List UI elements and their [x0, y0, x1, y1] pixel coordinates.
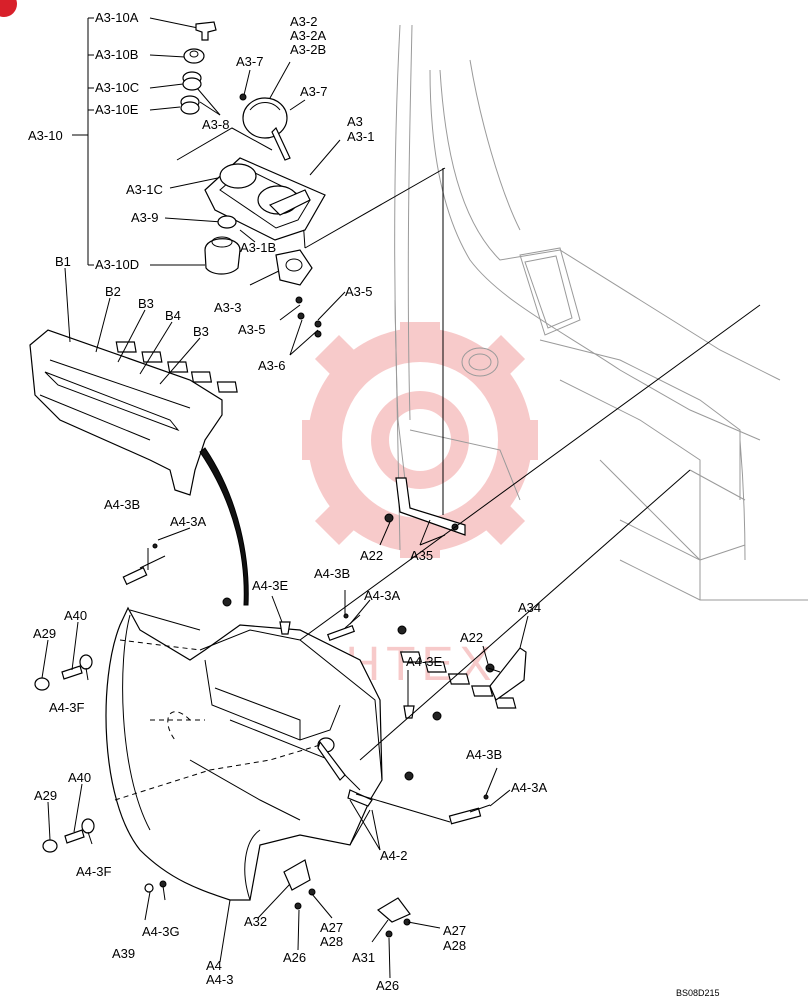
label-a4-2: A4-2: [380, 848, 407, 863]
label-a3-6: A3-6: [258, 358, 285, 373]
label-a3-10c: A3-10C: [95, 80, 139, 95]
label-a3-10a: A3-10A: [95, 10, 139, 25]
label-a3-7-right: A3-7: [300, 84, 327, 99]
watermark-logo: [302, 322, 538, 558]
label-a4-3e-mid: A4-3E: [406, 654, 442, 669]
label-a4-3e-top: A4-3E: [252, 578, 288, 593]
b-switch-panel: [29, 329, 238, 496]
label-a4-3b-right: A4-3B: [466, 747, 502, 762]
part-labels: A3-10A A3-10B A3-10C A3-10E A3-10 A3-10D…: [28, 10, 720, 998]
leader-lines-a4: [41, 304, 761, 979]
a4-lower-console: [105, 606, 517, 901]
label-a29-top: A29: [33, 626, 56, 641]
label-b1: B1: [55, 254, 71, 269]
label-a4-3a-left: A4-3A: [170, 514, 206, 529]
label-a3-1c: A3-1C: [126, 182, 163, 197]
label-a40-top: A40: [64, 608, 87, 623]
label-b4: B4: [165, 308, 181, 323]
label-a3-10: A3-10: [28, 128, 63, 143]
label-a40-bottom: A40: [68, 770, 91, 785]
label-a28-left: A28: [320, 934, 343, 949]
label-a4-3g: A4-3G: [142, 924, 180, 939]
label-a3-10b: A3-10B: [95, 47, 138, 62]
a4-brackets-fasteners: [34, 477, 527, 938]
label-a4-3f-bottom: A4-3F: [76, 864, 111, 879]
label-a4-3a-right: A4-3A: [511, 780, 547, 795]
label-a4-3b-left: A4-3B: [104, 497, 140, 512]
label-a3-2b: A3-2B: [290, 42, 326, 57]
label-a3-2: A3-2: [290, 14, 317, 29]
label-a3-8: A3-8: [202, 117, 229, 132]
label-a26-right: A26: [376, 978, 399, 993]
label-a3-2a: A3-2A: [290, 28, 326, 43]
label-a3-5-right: A3-5: [345, 284, 372, 299]
label-a35: A35: [410, 548, 433, 563]
dashed-guide-lines: [114, 639, 321, 801]
label-b3-top: B3: [138, 296, 154, 311]
label-a3-1b: A3-1B: [240, 240, 276, 255]
label-a22-top: A22: [360, 548, 383, 563]
label-a28-right: A28: [443, 938, 466, 953]
label-a3-1: A3-1: [347, 129, 374, 144]
label-a3-3: A3-3: [214, 300, 241, 315]
label-a34: A34: [518, 600, 541, 615]
label-a3-10e: A3-10E: [95, 102, 139, 117]
label-a4-3a-mid: A4-3A: [364, 588, 400, 603]
label-a4-3: A4-3: [206, 972, 233, 987]
label-a4-3b-mid: A4-3B: [314, 566, 350, 581]
label-a3-9: A3-9: [131, 210, 158, 225]
leader-lines-b: [64, 267, 201, 385]
label-a3: A3: [347, 114, 363, 129]
label-a3-5-left: A3-5: [238, 322, 265, 337]
label-a22-bottom: A22: [460, 630, 483, 645]
label-a4: A4: [206, 958, 222, 973]
label-a27-left: A27: [320, 920, 343, 935]
label-a29-bottom: A29: [34, 788, 57, 803]
label-a4-3f-top: A4-3F: [49, 700, 84, 715]
label-a32: A32: [244, 914, 267, 929]
label-a3-7-top: A3-7: [236, 54, 263, 69]
drawing-code: BS08D215: [676, 988, 720, 998]
label-a31: A31: [352, 950, 375, 965]
label-b3-right: B3: [193, 324, 209, 339]
label-a3-10d: A3-10D: [95, 257, 139, 272]
label-a39: A39: [112, 946, 135, 961]
a3-knob-assembly: [180, 21, 326, 338]
label-a26-left: A26: [283, 950, 306, 965]
corner-badge-icon: [0, 0, 17, 17]
label-a27-right: A27: [443, 923, 466, 938]
label-b2: B2: [105, 284, 121, 299]
wire-harness: [199, 447, 249, 606]
